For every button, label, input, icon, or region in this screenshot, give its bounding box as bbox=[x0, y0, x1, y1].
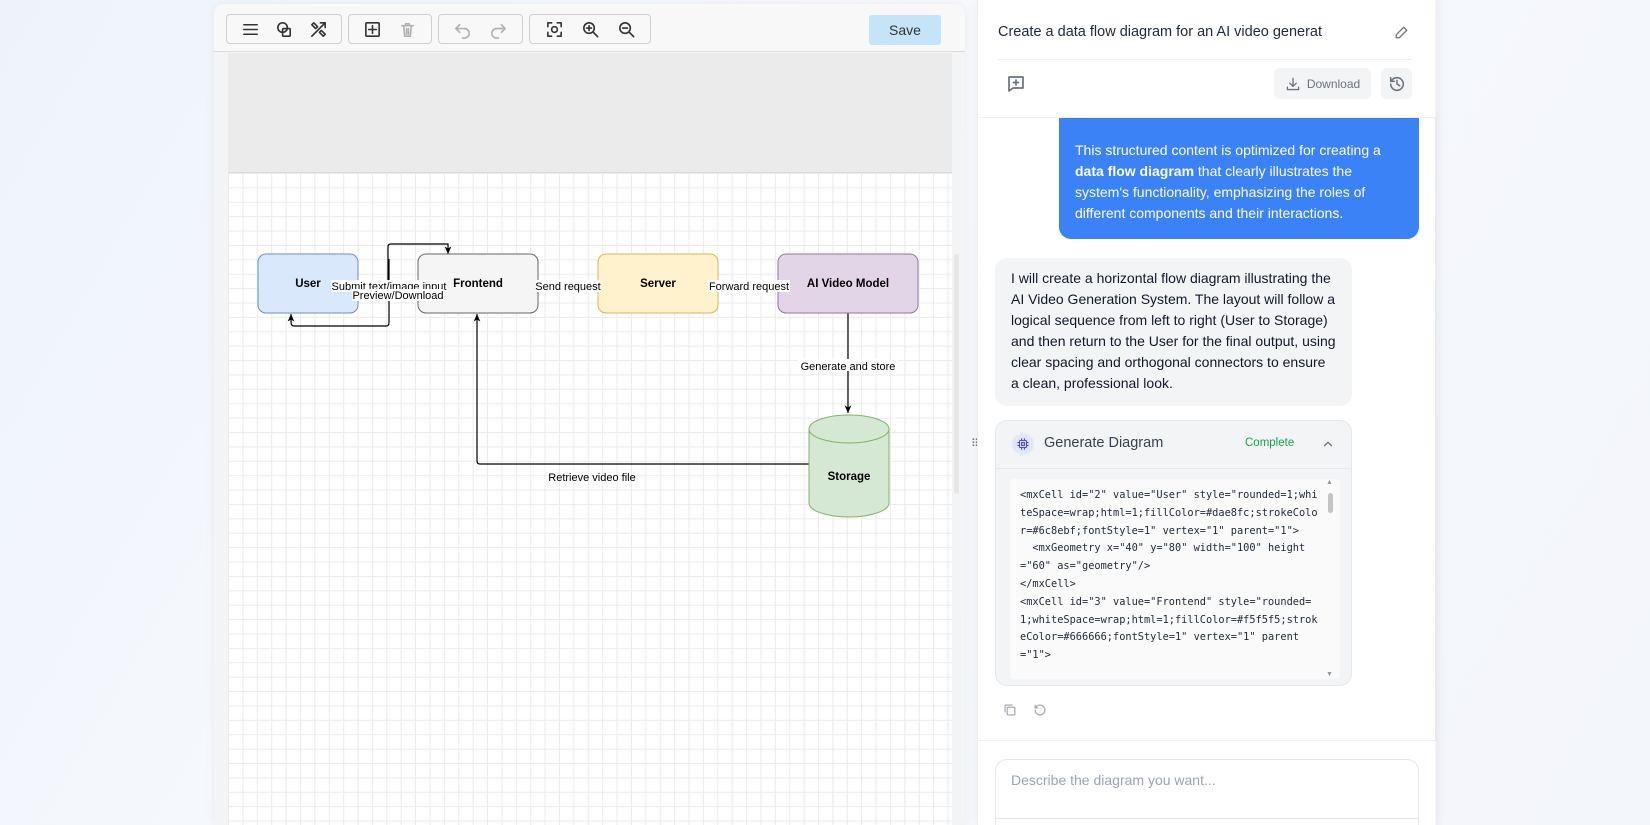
panel-shadow bbox=[1435, 0, 1445, 825]
node-label: User bbox=[295, 278, 321, 290]
editor-toolbar: Save bbox=[214, 4, 965, 52]
undo-icon bbox=[455, 23, 471, 39]
chat-input-area bbox=[978, 740, 1436, 825]
chat-header: Create a data flow diagram for an AI vid… bbox=[978, 0, 1436, 118]
cpu-icon bbox=[1012, 433, 1034, 455]
message-list[interactable]: This structured content is optimized for… bbox=[978, 118, 1436, 740]
zoom-out-button[interactable] bbox=[611, 16, 641, 42]
menu-icon bbox=[242, 23, 258, 35]
insert-icon bbox=[365, 21, 380, 37]
node-ai-video-model[interactable]: AI Video Model bbox=[777, 253, 919, 314]
save-button[interactable]: Save bbox=[869, 15, 941, 45]
page-gap bbox=[228, 53, 952, 174]
copy-button[interactable] bbox=[1002, 702, 1018, 718]
download-label: Download bbox=[1306, 76, 1361, 91]
chat-panel: Create a data flow diagram for an AI vid… bbox=[977, 0, 1436, 825]
svg-text:Send request: Send request bbox=[535, 281, 600, 293]
zoom-in-icon bbox=[582, 21, 598, 37]
toolbar-group-history bbox=[438, 14, 523, 44]
tool-code-output[interactable]: <mxCell id="2" value="User" style="round… bbox=[1010, 479, 1340, 679]
toolbar-group-edit bbox=[348, 14, 432, 44]
svg-text:Forward request: Forward request bbox=[709, 281, 789, 293]
collapse-button[interactable] bbox=[1319, 435, 1337, 453]
zoom-in-button[interactable] bbox=[575, 16, 605, 42]
edge-label-generate-store: Generate and store bbox=[798, 359, 898, 373]
history-icon bbox=[1389, 76, 1404, 91]
tool-name: Generate Diagram bbox=[1044, 435, 1164, 451]
code-scrollbar-thumb[interactable] bbox=[1328, 493, 1333, 513]
diagram-editor: Save User Frontend bbox=[214, 4, 965, 825]
node-label: Storage bbox=[828, 471, 871, 483]
redo-icon bbox=[490, 23, 506, 39]
edge-label-send-request: Send request bbox=[535, 280, 601, 293]
shapes-button[interactable] bbox=[269, 16, 299, 42]
toolbar-group-format bbox=[226, 14, 342, 44]
edge-storage-to-frontend[interactable] bbox=[473, 314, 809, 465]
fit-icon bbox=[546, 21, 562, 37]
tool-status-badge: Complete bbox=[1245, 437, 1295, 449]
format-button[interactable] bbox=[235, 16, 265, 42]
new-chat-button[interactable] bbox=[1004, 72, 1028, 96]
input-divider bbox=[995, 818, 1419, 819]
edge-label-forward-request: Forward request bbox=[708, 280, 790, 293]
user-message-text-end: that clearly illustrates the system's fu… bbox=[1075, 163, 1366, 221]
diagram: User Frontend Server AI Video Model Stor… bbox=[257, 243, 919, 518]
pencil-icon bbox=[1395, 26, 1407, 38]
undo-button[interactable] bbox=[448, 16, 478, 42]
panel-resize-handle[interactable]: ⠿ bbox=[970, 437, 980, 450]
tool-call-card: Generate Diagram Complete <mxCell id="2"… bbox=[995, 420, 1352, 686]
node-storage[interactable]: Storage bbox=[808, 414, 890, 518]
shapes-icon bbox=[276, 21, 291, 37]
tools-button[interactable] bbox=[303, 16, 333, 42]
download-button[interactable]: Download bbox=[1274, 68, 1371, 99]
user-message-text: This structured content is optimized for… bbox=[1075, 142, 1381, 158]
edge-frontend-to-user[interactable] bbox=[287, 259, 390, 327]
chevron-up-icon bbox=[1323, 441, 1333, 447]
scroll-down-arrow-icon[interactable]: ▼ bbox=[1326, 671, 1333, 678]
new-chat-icon bbox=[1008, 76, 1024, 92]
copy-icon bbox=[1004, 704, 1016, 716]
svg-text:Retrieve video file: Retrieve video file bbox=[548, 472, 635, 484]
edit-title-button[interactable] bbox=[1391, 22, 1411, 42]
scroll-up-arrow-icon[interactable]: ▲ bbox=[1326, 479, 1333, 486]
node-label: Frontend bbox=[453, 278, 503, 290]
chat-title: Create a data flow diagram for an AI vid… bbox=[998, 24, 1323, 40]
svg-text:Preview/Download: Preview/Download bbox=[352, 290, 443, 302]
svg-text:Generate and store: Generate and store bbox=[801, 361, 896, 373]
message-actions bbox=[1002, 702, 1048, 718]
redo-button[interactable] bbox=[483, 16, 513, 42]
edge-label-retrieve: Retrieve video file bbox=[548, 472, 635, 484]
header-divider bbox=[998, 59, 1412, 60]
regenerate-button[interactable] bbox=[1032, 702, 1048, 718]
user-message-bold: data flow diagram bbox=[1075, 163, 1195, 179]
prompt-input[interactable] bbox=[995, 759, 1419, 825]
delete-button[interactable] bbox=[393, 16, 423, 42]
assistant-message: I will create a horizontal flow diagram … bbox=[995, 258, 1352, 406]
fit-button[interactable] bbox=[539, 16, 569, 42]
tool-call-header[interactable]: Generate Diagram Complete bbox=[996, 421, 1351, 469]
code-scrollbar[interactable] bbox=[1328, 485, 1334, 671]
zoom-out-icon bbox=[618, 21, 634, 37]
trash-icon bbox=[400, 22, 415, 37]
edge-user-to-frontend[interactable] bbox=[355, 243, 452, 295]
toolbar-group-zoom bbox=[529, 14, 651, 44]
download-icon bbox=[1286, 77, 1300, 90]
history-button[interactable] bbox=[1381, 68, 1412, 99]
edge-label-preview: Preview/Download bbox=[352, 289, 444, 302]
refresh-icon bbox=[1034, 704, 1046, 716]
tools-icon bbox=[310, 21, 326, 37]
canvas-scrollbar[interactable] bbox=[954, 254, 959, 494]
insert-button[interactable] bbox=[358, 16, 388, 42]
node-label: Server bbox=[640, 278, 676, 290]
node-user[interactable]: User bbox=[257, 253, 359, 314]
user-message: This structured content is optimized for… bbox=[1059, 118, 1419, 239]
node-server[interactable]: Server bbox=[597, 253, 719, 314]
node-label: AI Video Model bbox=[807, 278, 889, 290]
